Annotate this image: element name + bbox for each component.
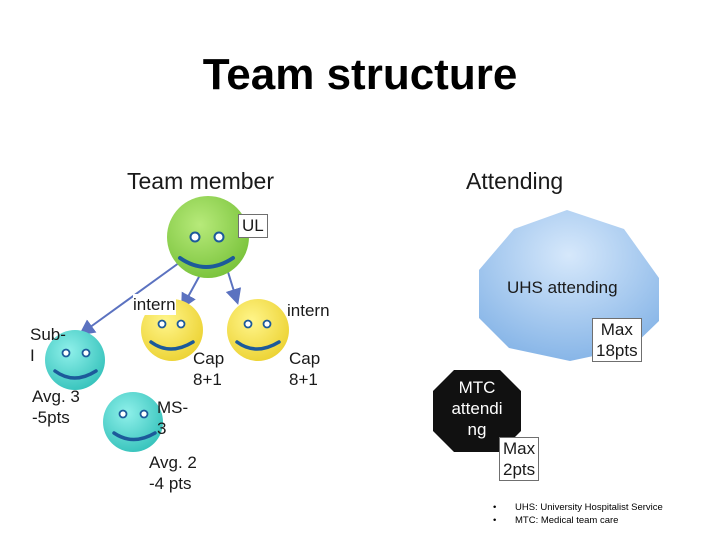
cap-right-label: Cap 8+1 (289, 349, 321, 389)
note-bullet: • (493, 502, 497, 513)
intern-right-face-icon (227, 299, 289, 361)
ms3-avg-label: Avg. 2 -4 pts (149, 453, 197, 493)
connector-ul-to-intern-right (225, 271, 242, 305)
note-item: • UHS: University Hospitalist Service (493, 501, 663, 514)
connector-ul-to-subi (78, 259, 184, 336)
mtc-max-label: Max 2pts (499, 437, 540, 481)
note-item: • MTC: Medical team care (493, 514, 663, 527)
ul-label: UL (238, 214, 268, 238)
subi-label: Sub- I (30, 325, 66, 365)
mtc-attending-shape (433, 370, 521, 452)
connector-ul-to-intern-left (181, 274, 201, 310)
mtc-attending-label: MTC attendi ng (451, 378, 503, 439)
uhs-attending-label: UHS attending (507, 278, 618, 297)
ul-face-icon (167, 196, 249, 278)
intern-right-label: intern (287, 301, 330, 320)
attending-header: Attending (466, 168, 564, 194)
intern-left-label: intern (133, 294, 176, 315)
note-text: UHS: University Hospitalist Service (515, 502, 663, 513)
cap-left-label: Cap 8+1 (193, 349, 225, 389)
ms3-face-icon (103, 392, 163, 452)
uhs-max-label: Max 18pts (592, 318, 642, 362)
abbreviation-notes: • UHS: University Hospitalist Service • … (493, 501, 663, 527)
note-text: MTC: Medical team care (515, 515, 619, 526)
note-bullet: • (493, 515, 497, 526)
subi-avg-label: Avg. 3 -5pts (32, 387, 80, 427)
ms3-label: MS- 3 (157, 398, 189, 438)
team-member-header: Team member (127, 168, 274, 194)
page-title: Team structure (202, 50, 518, 99)
subi-face-icon (45, 330, 105, 390)
